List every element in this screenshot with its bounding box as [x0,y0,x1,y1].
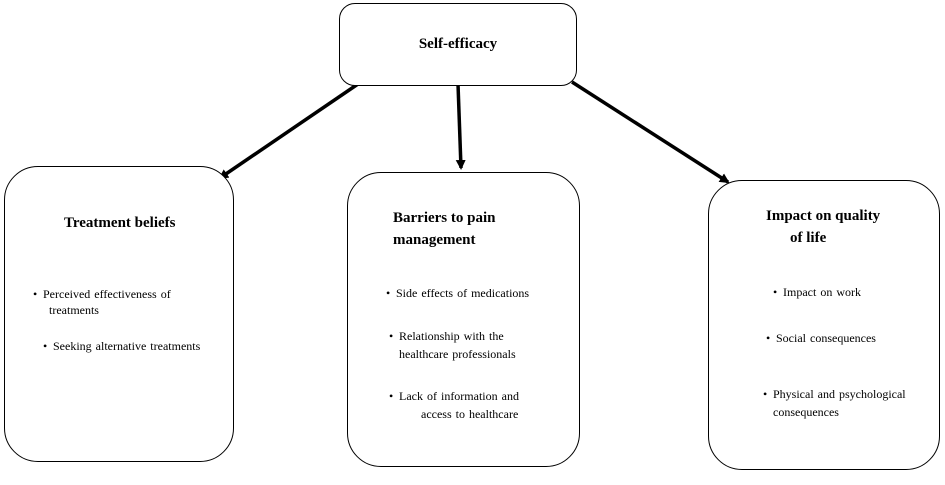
bullet-item: • Physical and psychological consequences [763,385,906,421]
bullet-icon: • [766,331,771,345]
barriers-box: Barriers to pain management • Side effect… [347,172,580,467]
bullet-text: Impact on work [783,285,861,299]
self-efficacy-box: Self-efficacy [339,3,577,86]
barriers-title-line: Barriers to pain [393,210,496,226]
bullet-text: Social consequences [776,331,876,345]
bullet-text-continued: treatments [49,303,99,317]
bullet-text: Relationship with the [399,329,504,343]
arrow-to-impact [571,80,730,184]
bullet-icon: • [389,329,394,343]
bullet-icon: • [389,389,394,403]
bullet-item: • Impact on work [773,283,861,301]
bullet-item: • Relationship with the healthcare profes… [389,327,516,363]
treatment-beliefs-box: Treatment beliefs • Perceived effectivene… [4,166,234,462]
treatment-beliefs-title-line: Treatment beliefs [64,215,176,231]
bullet-icon: • [43,339,48,353]
bullet-item: • Lack of information and access to healt… [389,387,519,423]
bullet-text-continued: consequences [773,405,839,419]
impact-quality-of-life-box: Impact on quality of life • Impact on wor… [708,180,940,470]
arrow-to-barriers [455,83,466,170]
bullet-icon: • [386,286,391,300]
self-efficacy-title: Self-efficacy [418,35,498,52]
bullet-text-continued: access to healthcare [421,407,519,421]
bullet-icon: • [33,287,38,301]
bullet-text-continued: healthcare professionals [399,347,516,361]
arrow-to-treatment-beliefs [218,82,359,180]
impact-title-line: of life [790,230,827,246]
treatment-beliefs-title: Treatment beliefs [64,212,176,234]
bullet-icon: • [763,387,768,401]
bullet-item: • Side effects of medications [386,284,529,302]
barriers-title: Barriers to pain management [393,207,496,251]
impact-title-line: Impact on quality [766,208,881,224]
bullet-text: Physical and psychological [773,387,906,401]
bullet-text: Side effects of medications [396,286,530,300]
barriers-title-line: management [393,232,476,248]
bullet-text: Seeking alternative treatments [53,339,201,353]
bullet-item: • Social consequences [766,329,876,347]
bullet-item: • Perceived effectiveness of treatments [33,285,171,319]
bullet-text: Perceived effectiveness of [43,287,171,301]
impact-title: Impact on quality of life [766,205,880,249]
bullet-text: Lack of information and [399,389,519,403]
bullet-icon: • [773,285,778,299]
bullet-item: • Seeking alternative treatments [43,337,200,355]
